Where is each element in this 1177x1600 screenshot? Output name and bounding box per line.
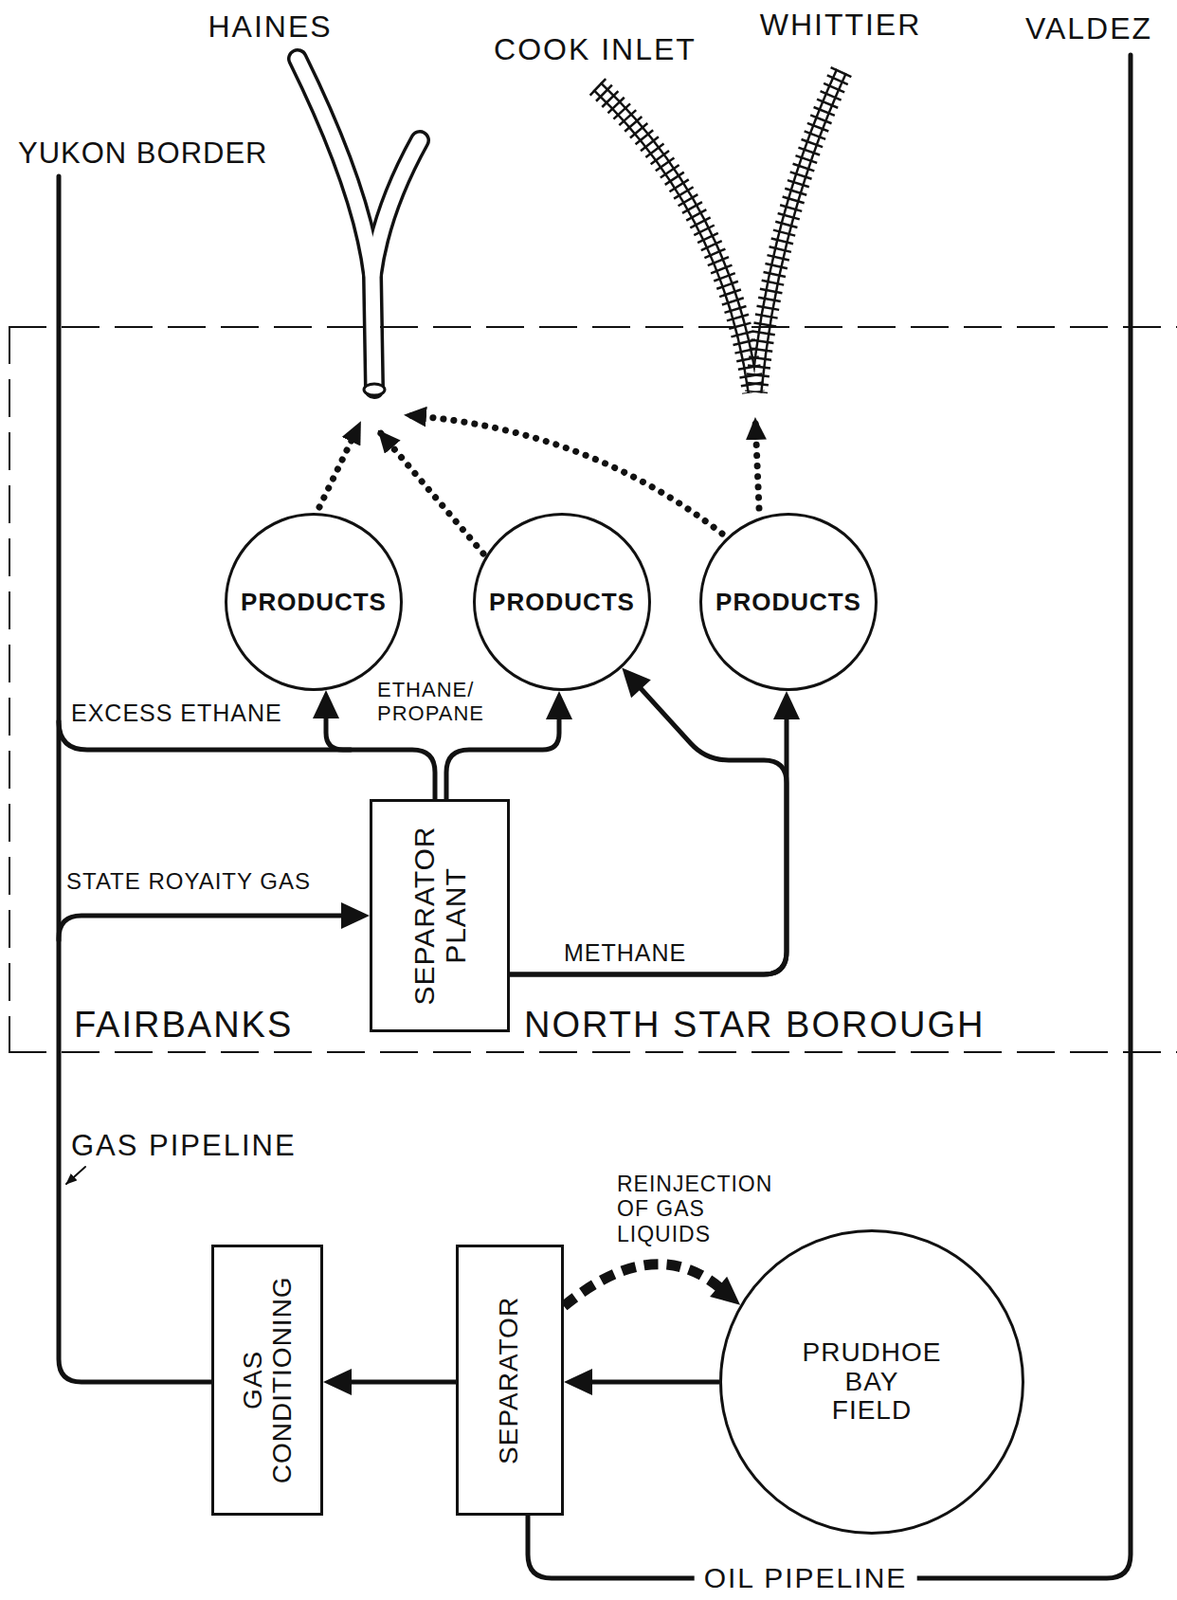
arrow-head <box>341 902 370 929</box>
yukon-line <box>56 176 62 941</box>
haines-pipe <box>297 58 375 389</box>
dotted-arrow <box>319 422 361 508</box>
circle-outline <box>701 514 877 690</box>
diagram-label: GAS PIPELINE <box>71 1128 297 1163</box>
oil-pipeline <box>527 54 1131 1578</box>
diagram-label: STATE ROYAITY GAS <box>66 868 311 895</box>
connector <box>509 690 800 975</box>
arrow-head <box>563 1368 593 1395</box>
field-circle: PRUDHOE BAY FIELD <box>719 1229 1025 1535</box>
arrow-head <box>773 690 800 720</box>
node-label: PRUDHOE BAY FIELD <box>801 1338 942 1426</box>
arrow-head <box>312 689 340 719</box>
railroad-ties <box>597 86 754 393</box>
process-box: SEPARATOR <box>455 1244 564 1516</box>
connector-line <box>563 1264 721 1306</box>
connector <box>323 1368 456 1395</box>
diagram-label: REINJECTION OF GAS LIQUIDS <box>616 1171 796 1247</box>
node-label: PRODUCTS <box>715 588 862 616</box>
node-label: FAIRBANKS <box>73 1004 293 1047</box>
railroad-rail <box>597 86 754 393</box>
arrow-head <box>621 668 652 699</box>
arrow-head <box>323 1368 352 1395</box>
diagram-label: OIL PIPELINE <box>694 1561 918 1595</box>
node-label: SEPARATOR PLANT <box>408 825 471 1005</box>
connector-line <box>589 1379 720 1385</box>
connector-line <box>509 716 787 975</box>
dotted-arrow <box>379 431 484 554</box>
haines-pipe <box>372 140 420 275</box>
connector <box>563 1368 720 1395</box>
connector <box>509 668 787 975</box>
node-label: NORTH STAR BOROUGH <box>524 1004 985 1047</box>
products-circle: PRODUCTS <box>699 512 878 691</box>
railroad-rail <box>756 71 842 393</box>
node-label: PRODUCTS <box>240 588 387 616</box>
railroad-rail <box>756 71 842 393</box>
products-circle: PRODUCTS <box>472 512 652 691</box>
arrow-head <box>709 1276 741 1305</box>
diagram-label: WHITTIER <box>760 7 923 43</box>
node-label: GAS CONDITIONING <box>237 1276 297 1485</box>
connector-line <box>446 716 560 799</box>
diagram-label: HAINES <box>207 9 332 45</box>
illustration-lines <box>58 54 1131 1578</box>
leader-line <box>66 1166 86 1184</box>
railroad-rail <box>597 86 754 393</box>
arrow-head <box>545 690 573 720</box>
haines-pipe <box>372 140 420 275</box>
dotted-arrow <box>755 418 760 508</box>
circle-outline <box>721 1231 1024 1534</box>
haines-pipe <box>297 58 375 389</box>
connector-line <box>509 686 787 975</box>
process-box: GAS CONDITIONING <box>211 1244 324 1516</box>
railroad-ties <box>756 71 842 393</box>
node-label: PRODUCTS <box>488 588 635 616</box>
region-outline <box>8 325 1177 1053</box>
node-label: SEPARATOR <box>495 1295 526 1464</box>
pipe-end <box>363 383 385 396</box>
diagram-label: YUKON BORDER <box>18 136 268 171</box>
connector <box>563 1264 741 1306</box>
circle-outline <box>474 514 651 690</box>
products-circle: PRODUCTS <box>224 512 403 691</box>
diagram-label: METHANE <box>563 939 687 967</box>
process-box: SEPARATOR PLANT <box>369 798 510 1033</box>
diagram-label: COOK INLET <box>493 32 697 68</box>
circle-outline <box>226 514 402 690</box>
connector-line <box>325 715 435 799</box>
diagram-label: VALDEZ <box>1025 11 1153 47</box>
diagram-label: EXCESS ETHANE <box>71 699 283 727</box>
diagram-label: ETHANE/ PROPANE <box>377 677 485 726</box>
connector-line <box>348 1379 456 1385</box>
